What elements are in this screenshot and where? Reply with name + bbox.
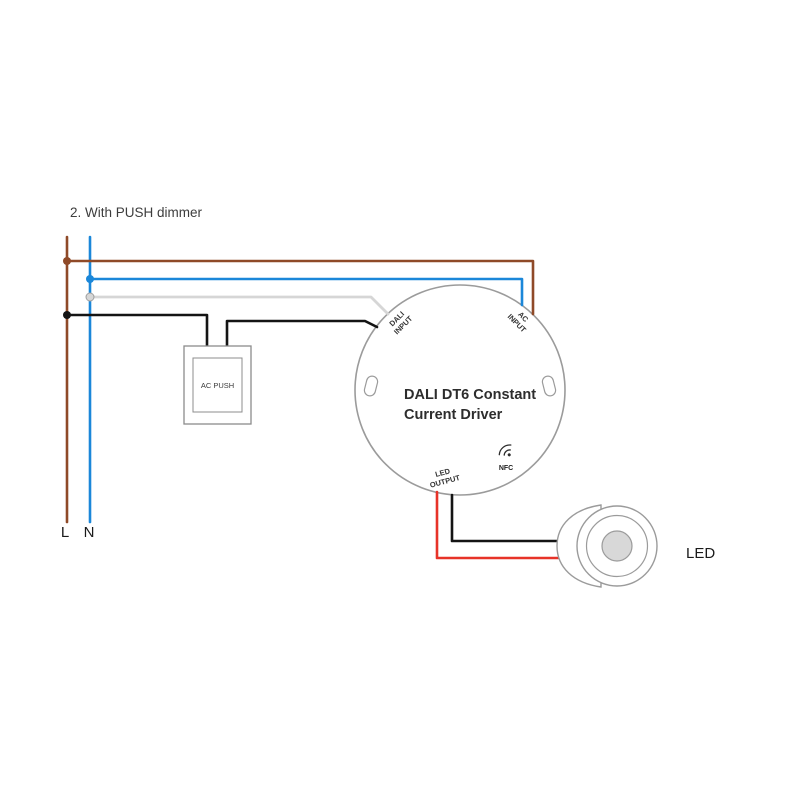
svg-text:LED: LED (434, 466, 451, 479)
driver-name-line2: Current Driver (404, 407, 503, 423)
mounting-slot-left (363, 375, 379, 397)
push-wire-from-live (65, 313, 209, 348)
junction-neutral (86, 275, 94, 283)
driver-body (354, 284, 566, 496)
diagram-title: 2. With PUSH dimmer (70, 205, 203, 220)
dali-wire-grey (88, 295, 390, 316)
mounting-slot-right (541, 375, 557, 397)
push-dimmer-label: AC PUSH (201, 381, 234, 390)
nfc-label: NFC (499, 465, 513, 472)
led-wire-black (450, 493, 570, 543)
led-fixture (556, 504, 658, 588)
push-dimmer-box: AC PUSH (183, 345, 252, 425)
neutral-wire-to-ac-input (88, 277, 524, 307)
nfc-icon: NFC (498, 444, 513, 472)
live-wire-to-ac-input (65, 259, 535, 316)
label-neutral: N (84, 524, 95, 541)
driver-name-line1: DALI DT6 Constant (404, 387, 536, 403)
led-wire-red (435, 490, 570, 560)
led-fixture-lens (601, 530, 633, 562)
label-live: L (61, 524, 69, 541)
push-dimmer-inner (192, 357, 243, 413)
push-wire-to-dali-input (225, 319, 379, 348)
label-led: LED (686, 545, 715, 562)
junction-dali-grey (85, 292, 95, 302)
junction-push-black (63, 311, 71, 319)
junction-live (63, 257, 71, 265)
